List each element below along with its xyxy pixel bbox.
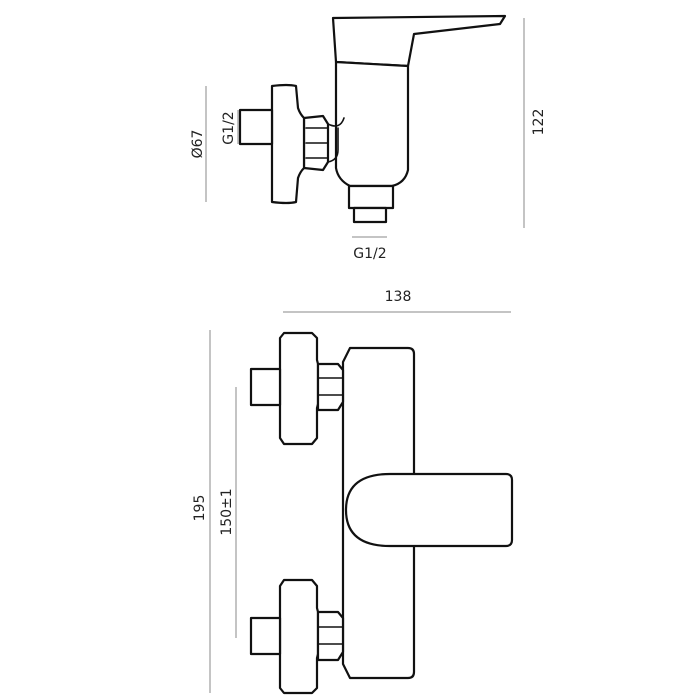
front-lower-inlet — [249, 578, 345, 695]
side-dimensions: Ø67 G1/2 122 G1/2 — [190, 18, 547, 262]
front-lower-hex-nut — [316, 610, 345, 662]
dim-label-thread-inlet: G1/2 — [221, 111, 237, 144]
front-upper-flange — [278, 331, 320, 446]
front-upper-pipe-stub — [249, 367, 282, 407]
front-lever-handle — [344, 472, 514, 548]
dim-label-height-side: 122 — [531, 109, 547, 136]
front-dimensions: 138 195 150±1 — [192, 289, 511, 693]
dim-label-width-front: 138 — [385, 289, 412, 305]
front-lower-flange — [278, 578, 320, 695]
side-flange — [270, 83, 306, 205]
side-view — [238, 14, 507, 224]
side-connector — [327, 117, 345, 163]
side-faucet-body — [334, 60, 410, 188]
front-upper-hex-nut — [316, 362, 345, 412]
front-view — [249, 331, 514, 695]
dim-label-thread-outlet: G1/2 — [353, 246, 386, 262]
dim-label-height-front: 195 — [192, 495, 208, 522]
dim-label-center-distance: 150±1 — [219, 488, 235, 535]
side-pipe-stub — [238, 108, 274, 146]
front-lower-pipe-stub — [249, 616, 282, 656]
side-outlet-nipple — [352, 206, 388, 224]
dim-label-diameter: Ø67 — [190, 130, 206, 159]
side-lever-handle — [331, 14, 507, 68]
front-upper-inlet — [249, 331, 345, 446]
side-outlet-nut — [347, 184, 395, 210]
